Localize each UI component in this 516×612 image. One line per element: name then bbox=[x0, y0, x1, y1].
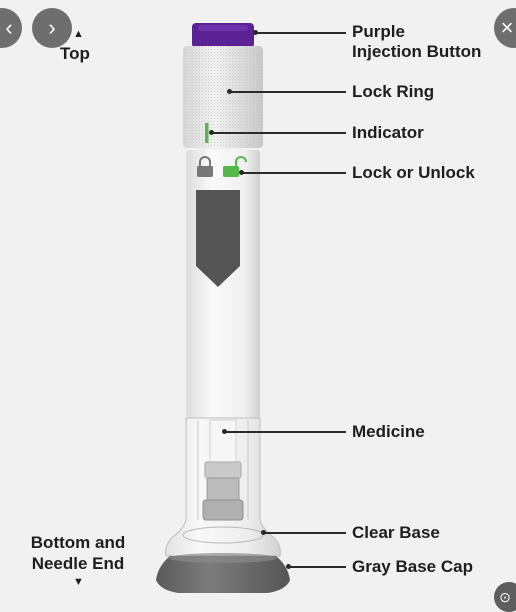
indicator-anchor-dot bbox=[209, 130, 214, 135]
bottom-arrow-icon: ▼ bbox=[73, 576, 84, 588]
lock-ring-leader bbox=[230, 91, 346, 93]
medicine-syringe bbox=[209, 419, 237, 469]
medicine-leader bbox=[225, 431, 346, 433]
lock-unlock-leader bbox=[242, 172, 346, 174]
clear-base-label: Clear Base bbox=[352, 523, 440, 542]
lock-unlock-label: Lock or Unlock bbox=[352, 163, 475, 182]
indicator-leader bbox=[212, 132, 346, 134]
injection-button-label-line1: Purple bbox=[352, 22, 405, 41]
bottom-label-line2: Needle End bbox=[31, 554, 125, 573]
previous-button[interactable]: ‹ bbox=[0, 8, 22, 48]
top-arrow-icon: ▲ bbox=[73, 28, 84, 40]
injection-button-label-line2: Injection Button bbox=[352, 42, 482, 61]
bottom-label: Bottom and Needle End bbox=[22, 532, 134, 574]
clear-base-leader bbox=[264, 532, 346, 534]
chevron-right-icon: › bbox=[48, 15, 56, 40]
bottom-label-line1: Bottom and bbox=[30, 533, 126, 552]
base-cap-shape bbox=[156, 556, 290, 593]
viewing-window-shape bbox=[196, 190, 240, 287]
corner-action-button[interactable]: ⊙ bbox=[494, 582, 516, 612]
chevron-left-icon: ‹ bbox=[5, 15, 13, 40]
close-button[interactable]: × bbox=[494, 8, 516, 48]
medicine-anchor-dot bbox=[222, 429, 227, 434]
unlock-icon bbox=[223, 156, 247, 177]
base-cap-leader bbox=[289, 566, 346, 568]
clear-base-anchor-dot bbox=[261, 530, 266, 535]
button-anchor-dot bbox=[253, 30, 258, 35]
base-cap-anchor-dot bbox=[286, 564, 291, 569]
close-icon: × bbox=[500, 15, 514, 40]
button-leader bbox=[256, 32, 346, 34]
lock-ring-anchor-dot bbox=[227, 89, 232, 94]
lock-ring-label: Lock Ring bbox=[352, 82, 435, 101]
injection-button-label: Purple Injection Button bbox=[352, 22, 481, 62]
indicator-mark bbox=[205, 123, 209, 143]
top-label: Top bbox=[60, 44, 90, 63]
lock-icon bbox=[197, 156, 213, 177]
lock-unlock-anchor-dot bbox=[239, 170, 244, 175]
base-cap-label: Gray Base Cap bbox=[352, 557, 473, 576]
medicine-label: Medicine bbox=[352, 422, 425, 441]
camera-icon: ⊙ bbox=[499, 588, 511, 605]
next-button[interactable]: › bbox=[32, 8, 72, 48]
indicator-label: Indicator bbox=[352, 123, 424, 142]
